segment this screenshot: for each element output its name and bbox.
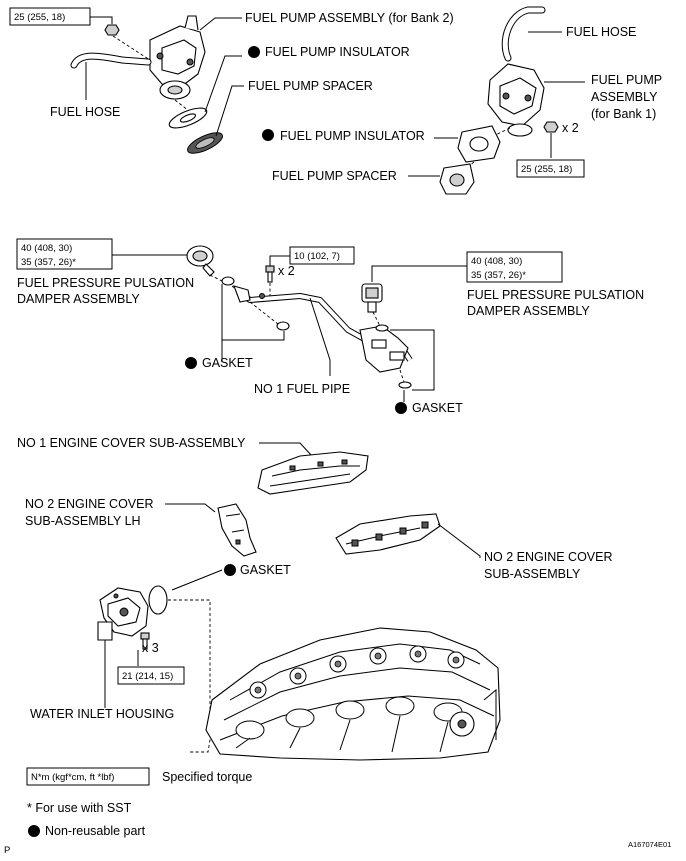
legend-torque-unit: N*m (kgf*cm, ft *lbf) (31, 772, 114, 783)
torque-box-water-inlet (117, 666, 185, 685)
qty-bank1-nuts: x 2 (562, 121, 579, 135)
torque-damper-left-1: 40 (408, 30) (21, 243, 72, 254)
page-letter: P (4, 845, 10, 856)
water-inlet-gasket-icon (148, 585, 168, 615)
fuel-pump-insulator-top-icon (168, 107, 208, 129)
non-reusable-icon (395, 402, 407, 414)
engine-block-icon (205, 627, 501, 761)
non-reusable-icon (28, 825, 40, 837)
fuel-pump-insulator-right-icon (457, 125, 501, 163)
fuel-pressure-damper-left-icon (186, 245, 215, 277)
torque-damper-right-1: 40 (408, 30) (471, 256, 522, 267)
fuel-hose-right-icon (501, 6, 546, 62)
legend-torque-box (26, 767, 150, 786)
non-reusable-icon (224, 564, 236, 576)
legend-non-reusable: Non-reusable part (45, 824, 146, 838)
torque-box-bank1 (516, 159, 585, 178)
label-fuel-pump-bank1-l2: ASSEMBLY (591, 90, 658, 104)
label-fuel-hose-right: FUEL HOSE (566, 25, 636, 39)
torque-fuel-pipe: 10 (102, 7) (294, 251, 340, 262)
engine-cover-no2-icon (335, 513, 441, 555)
fuel-hose-left-icon (70, 52, 152, 69)
label-fuel-pipe: NO 1 FUEL PIPE (254, 382, 350, 396)
label-damper-left-l2: DAMPER ASSEMBLY (17, 292, 140, 306)
label-gasket-right: GASKET (412, 401, 463, 415)
fuel-pump-bank1-icon (487, 63, 545, 137)
label-fuel-pump-insulator-top: FUEL PUMP INSULATOR (265, 45, 410, 59)
label-damper-right-l1: FUEL PRESSURE PULSATION (467, 288, 644, 302)
label-engine-cover-no1: NO 1 ENGINE COVER SUB-ASSEMBLY (17, 436, 246, 450)
label-engine-cover-no2-l1: NO 2 ENGINE COVER (484, 550, 613, 564)
torque-bank2: 25 (255, 18) (14, 12, 65, 23)
engine-cover-no1-icon (257, 451, 369, 495)
torque-box-damper-right (466, 251, 563, 283)
legend-torque-desc: Specified torque (162, 770, 252, 784)
label-gasket-left: GASKET (202, 356, 253, 370)
legend-sst-note: * For use with SST (27, 801, 132, 815)
gasket-right-lower-icon (398, 381, 412, 389)
bolt-icon (140, 632, 150, 650)
torque-box-damper-left (16, 238, 113, 270)
fuel-pressure-damper-right-icon (361, 283, 383, 313)
non-reusable-icon (262, 129, 274, 141)
fuel-pump-spacer-right-icon (439, 163, 475, 195)
fuel-pipe-icon (233, 285, 413, 373)
label-water-inlet-housing: WATER INLET HOUSING (30, 707, 174, 721)
non-reusable-icon (248, 46, 260, 58)
label-fuel-pump-bank1-l3: (for Bank 1) (591, 107, 656, 121)
nut-icon (104, 24, 120, 36)
label-engine-cover-no2-l2: SUB-ASSEMBLY (484, 567, 581, 581)
fuel-pump-spacer-top-icon (187, 132, 223, 154)
nut-icon (543, 121, 559, 133)
label-engine-cover-no2-lh-l1: NO 2 ENGINE COVER (25, 497, 154, 511)
gasket-left-lower-icon (276, 321, 290, 331)
qty-water-bolts: x 3 (142, 641, 159, 655)
figure-id: A167074E01 (628, 840, 671, 849)
label-fuel-hose-left: FUEL HOSE (50, 105, 120, 119)
label-damper-right-l2: DAMPER ASSEMBLY (467, 304, 590, 318)
label-engine-cover-no2-lh-l2: SUB-ASSEMBLY LH (25, 514, 141, 528)
bolt-icon (265, 265, 275, 283)
label-fuel-pump-bank1-l1: FUEL PUMP (591, 73, 662, 87)
label-fuel-pump-assembly-bank2: FUEL PUMP ASSEMBLY (for Bank 2) (245, 11, 454, 25)
qty-pipe-bolts: x 2 (278, 264, 295, 278)
gasket-right-upper-icon (375, 324, 389, 332)
non-reusable-icon (185, 357, 197, 369)
label-fuel-pump-insulator-right: FUEL PUMP INSULATOR (280, 129, 425, 143)
water-inlet-housing-icon (97, 587, 149, 641)
gasket-left-upper-icon (221, 276, 235, 286)
label-fuel-pump-spacer-top: FUEL PUMP SPACER (248, 79, 373, 93)
label-fuel-pump-spacer-right: FUEL PUMP SPACER (272, 169, 397, 183)
torque-damper-right-2: 35 (357, 26)* (471, 270, 526, 281)
torque-damper-left-2: 35 (357, 26)* (21, 257, 76, 268)
torque-water-inlet: 21 (214, 15) (122, 671, 173, 682)
label-damper-left-l1: FUEL PRESSURE PULSATION (17, 276, 194, 290)
engine-cover-no2-lh-icon (217, 503, 257, 557)
torque-bank1: 25 (255, 18) (521, 164, 572, 175)
label-gasket-water: GASKET (240, 563, 291, 577)
fuel-pump-bank2-icon (149, 15, 206, 100)
